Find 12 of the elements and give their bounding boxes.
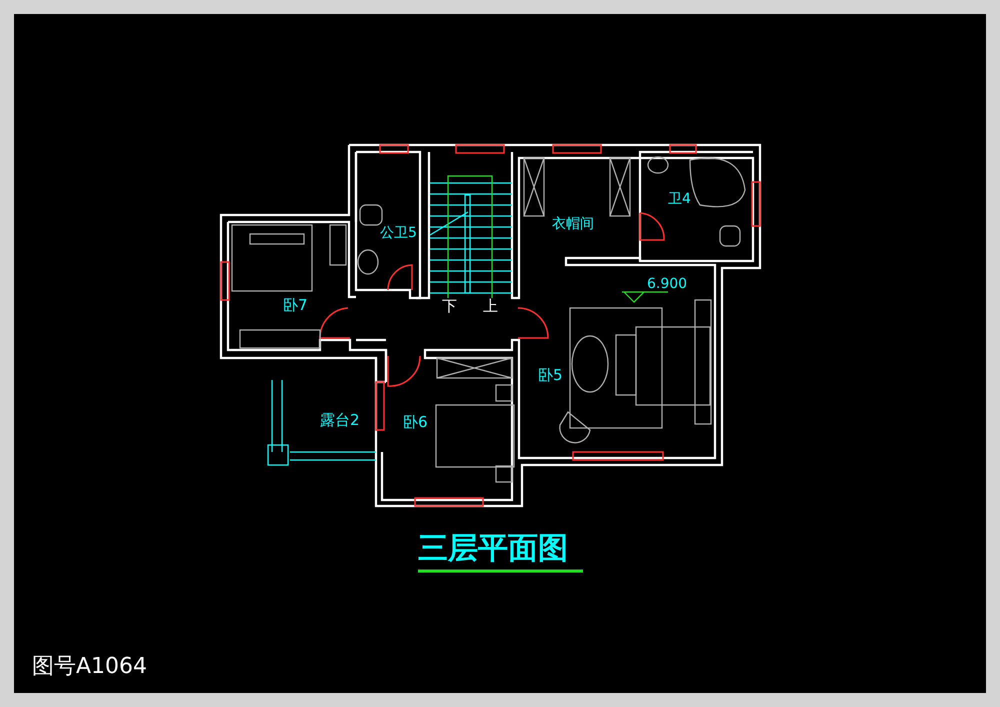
stair-direction-label: 下 <box>442 299 457 314</box>
stair-direction-label: 上 <box>483 299 498 314</box>
room-label: 衣帽间 <box>552 217 594 231</box>
drawing-number: 图号A1064 <box>32 656 148 678</box>
elevation-label: 6.900 <box>647 277 688 291</box>
room-label: 卧5 <box>538 368 563 383</box>
room-label: 公卫5 <box>380 226 417 240</box>
room-label: 卫4 <box>668 192 691 206</box>
drawing-title: 三层平面图 <box>418 534 568 564</box>
room-label: 露台2 <box>320 413 360 428</box>
room-label: 卧6 <box>403 415 428 430</box>
room-label: 卧7 <box>283 298 308 313</box>
